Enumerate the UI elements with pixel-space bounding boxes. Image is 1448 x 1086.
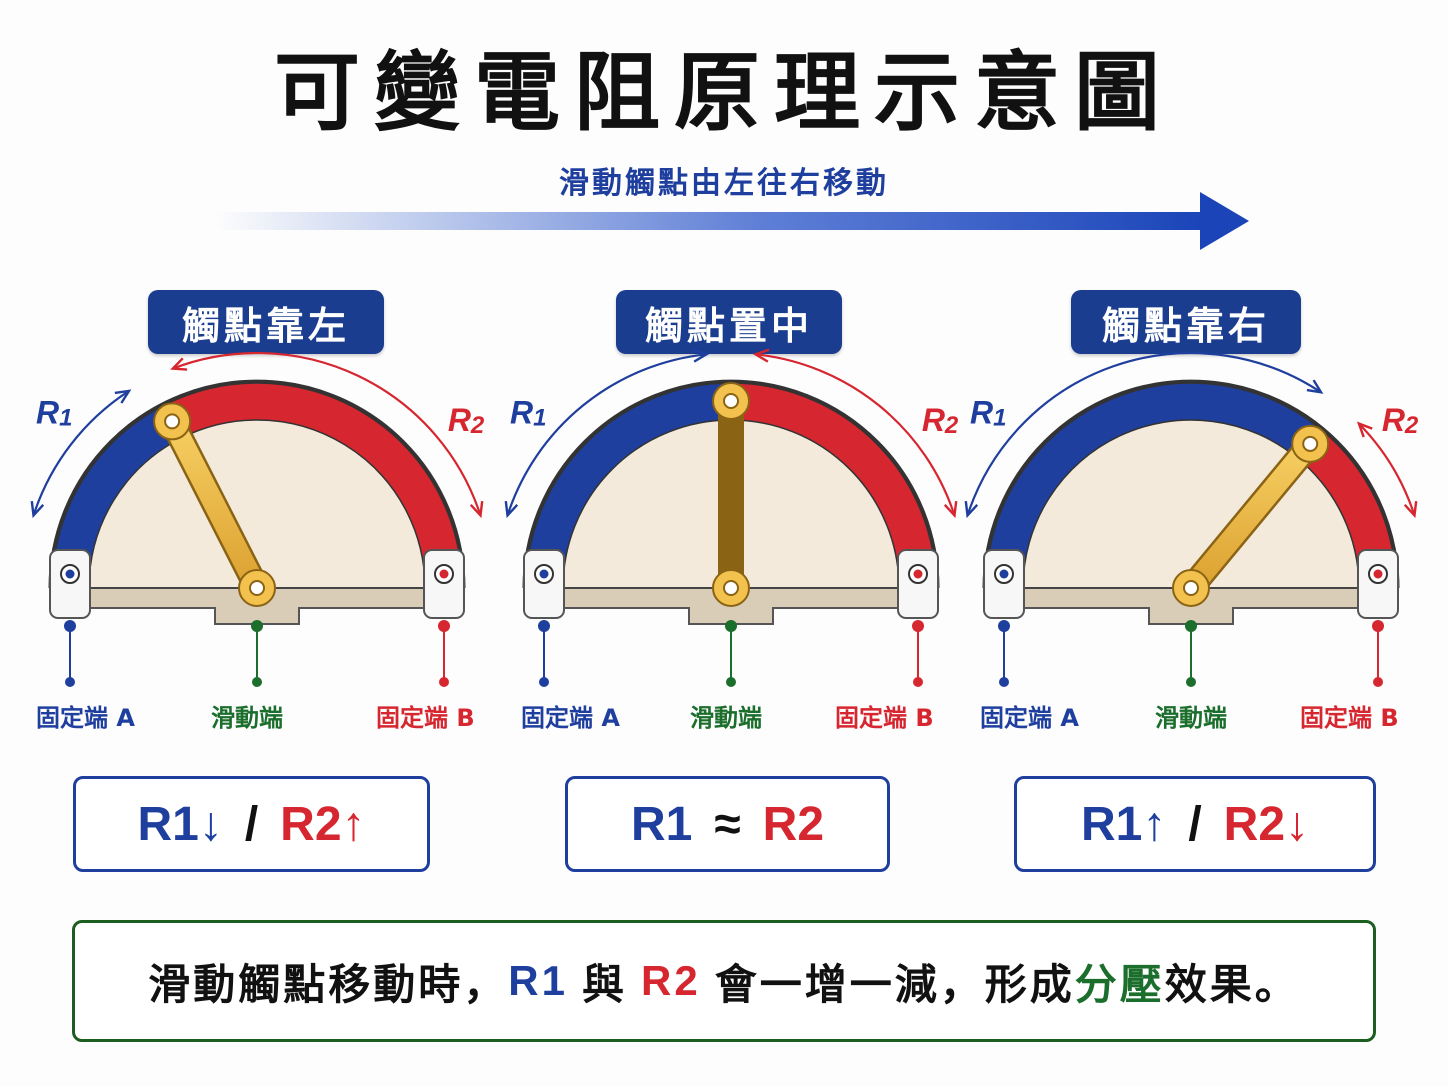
summary-r1: R1 (508, 957, 568, 1004)
summary-text-4: 效果。 (1164, 959, 1300, 1009)
slider-terminal-label: 滑動端 (1155, 704, 1227, 732)
direction-label: 滑動觸點由左往右移動 (559, 166, 889, 201)
result-separator: / (1188, 797, 1202, 851)
position-label: 觸點置中 (616, 290, 842, 354)
summary-text-2: 與 (581, 959, 627, 1009)
potentiometer-diagram: R1 R2 (504, 348, 959, 687)
result-box-left: R1↓ / R2↑ (73, 776, 430, 872)
r2-span-arrow (172, 351, 482, 516)
summary-highlight: 分壓 (1074, 959, 1165, 1009)
r1-span-arrow (506, 353, 707, 516)
position-label: 觸點靠右 (1071, 290, 1301, 354)
r1-span-arrow (966, 351, 1322, 516)
terminal-b-label: 固定端 B (835, 704, 934, 732)
r2-result: R2↑ (280, 797, 366, 851)
panel-wiper-left: 觸點靠左 R1 R2 固定端 A 滑動端 固定端 B (22, 288, 492, 732)
terminal-a-label: 固定端 A (980, 704, 1079, 732)
r2-label: R2 (1382, 402, 1419, 439)
terminal-a-label: 固定端 A (521, 704, 620, 732)
r1-label: R1 (970, 395, 1006, 432)
r2-label: R2 (922, 402, 959, 439)
wiper-arm (161, 410, 268, 599)
r2-span-arrow (1358, 422, 1416, 516)
r2-label: R2 (448, 402, 485, 439)
terminal-b-label: 固定端 B (376, 704, 475, 732)
potentiometer-diagram: R1 R2 (964, 351, 1419, 687)
r1-span-arrow (32, 389, 130, 516)
slider-terminal-label: 滑動端 (690, 704, 762, 732)
page-title: 可變電阻原理示意圖 (274, 43, 1174, 143)
result-box-right: R1↑ / R2↓ (1014, 776, 1376, 872)
panel-wiper-right: 觸點靠右 R1 R2 固定端 A 滑動端 固定端 B (956, 288, 1426, 732)
r1-label: R1 (36, 395, 72, 432)
summary-r2: R2 (640, 957, 701, 1004)
wiper-arm (1180, 433, 1321, 599)
result-separator: / (244, 797, 259, 851)
r1-result: R1↑ (1080, 797, 1167, 851)
potentiometer-diagram: R1 R2 (30, 351, 485, 687)
r1-label: R1 (510, 395, 546, 432)
summary-box: 滑動觸點移動時， R1 與 R2 會一增一減，形成 分壓 效果。 (72, 920, 1376, 1042)
panel-wiper-center: 觸點置中 R1 R2 固定端 A 滑動端 固定端 B (496, 288, 966, 732)
r2-result: R2↓ (1223, 797, 1310, 851)
summary-text-1: 滑動觸點移動時， (148, 959, 509, 1009)
r1-result: R1 (630, 797, 693, 851)
position-label: 觸點靠左 (148, 290, 384, 354)
terminal-a-label: 固定端 A (36, 704, 135, 732)
result-box-center: R1 ≈ R2 (565, 776, 890, 872)
r1-result: R1↓ (137, 797, 223, 851)
r2-result: R2 (762, 797, 825, 851)
r2-span-arrow (755, 353, 956, 516)
result-separator: ≈ (714, 797, 741, 851)
summary-text-3: 會一增一減，形成 (714, 959, 1075, 1009)
terminal-b-label: 固定端 B (1300, 704, 1399, 732)
slider-terminal-label: 滑動端 (211, 704, 283, 732)
direction-arrow (215, 192, 1249, 250)
